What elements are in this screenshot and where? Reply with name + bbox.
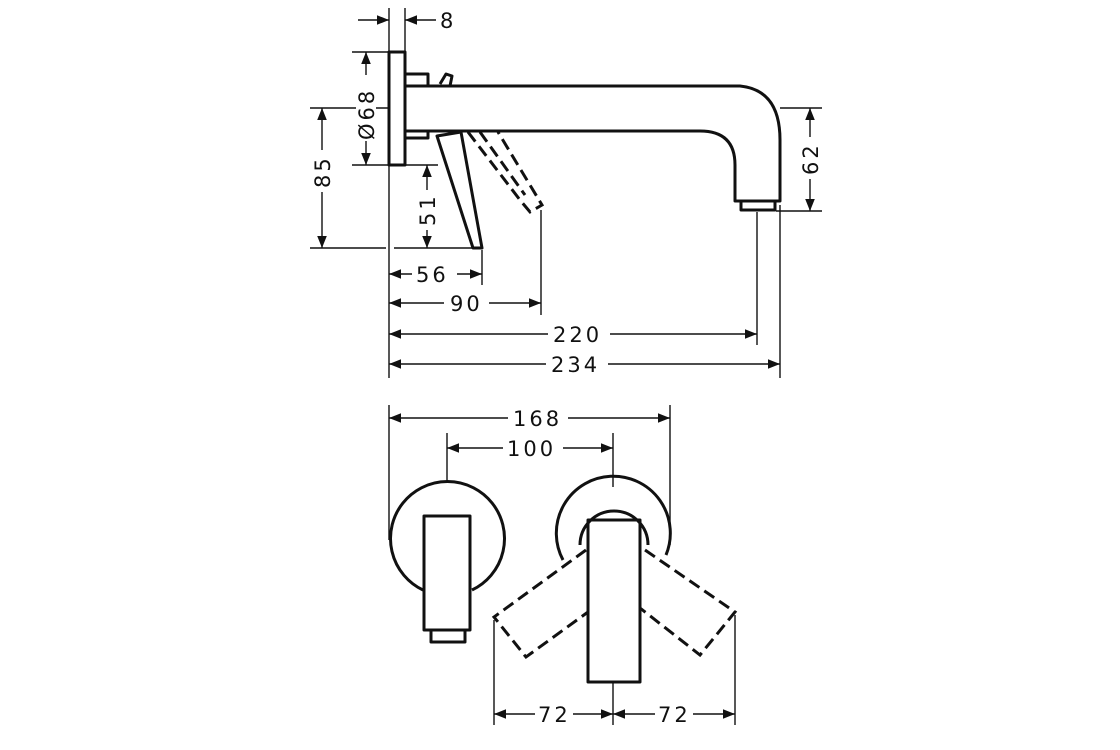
- aerator: [739, 199, 777, 212]
- dim-lever-reach-open: 90: [450, 292, 483, 316]
- wall-plate: [387, 50, 407, 167]
- lever-handle-open: [466, 131, 545, 214]
- front-view: 168 100 72 72: [388, 405, 738, 727]
- spout: [405, 84, 782, 203]
- left-rosette: [389, 480, 506, 592]
- dim-plate-diameter: Ø68: [355, 88, 379, 140]
- side-view: 8 Ø68 85 51 62 56 90 220 234: [310, 8, 823, 378]
- dim-overall-width: 168: [513, 407, 562, 431]
- dim-spout-reach: 220: [553, 323, 602, 347]
- dim-height-to-lever: 85: [311, 155, 335, 188]
- right-rosette: [554, 474, 672, 561]
- upper-stub: [403, 72, 430, 88]
- lever-swing-right: [639, 548, 738, 658]
- dim-plate-thickness: 8: [440, 9, 456, 33]
- front-extension-lines: [388, 405, 736, 725]
- dim-lever-swing-right: 72: [658, 703, 691, 727]
- lever-swing-left: [491, 548, 589, 660]
- aerator-front: [429, 628, 467, 644]
- cartridge-cap: [578, 509, 650, 546]
- dim-center-distance: 100: [507, 437, 556, 461]
- dim-lever-reach: 56: [416, 263, 449, 287]
- lever-front: [586, 518, 642, 684]
- spout-front: [422, 514, 472, 632]
- dim-spout-drop: 62: [799, 142, 823, 175]
- dim-overall-reach: 234: [551, 353, 600, 377]
- lever-handle-top: [438, 72, 454, 87]
- dim-lever-drop: 51: [416, 193, 440, 226]
- dim-lever-swing-left: 72: [538, 703, 571, 727]
- lever-handle: [435, 130, 484, 250]
